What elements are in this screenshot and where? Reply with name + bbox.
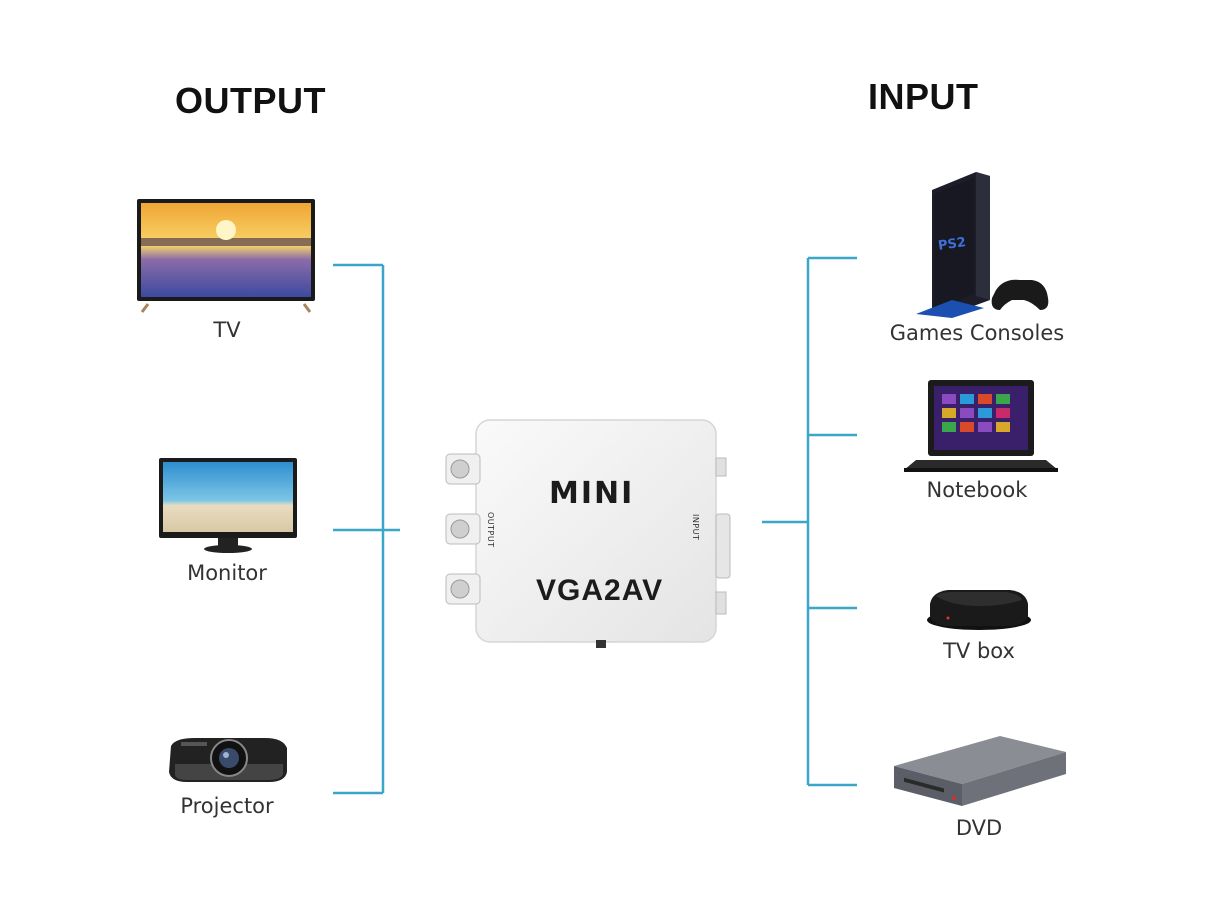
laptop-icon <box>904 380 1058 472</box>
projector-label: Projector <box>180 794 274 818</box>
converter-brand: MINI <box>549 476 635 511</box>
converter-output-port-label: OUTPUT <box>486 512 495 548</box>
games-consoles-label: Games Consoles <box>889 321 1065 345</box>
tv-box-label: TV box <box>943 639 1015 663</box>
projector-icon <box>169 738 287 782</box>
tv-icon <box>137 199 315 313</box>
tv-box-icon <box>927 590 1031 630</box>
converter-box <box>445 419 731 648</box>
svg-text:PS2: PS2 <box>937 235 967 254</box>
converter-input-port-label: INPUT <box>691 514 700 541</box>
notebook-label: Notebook <box>926 478 1028 502</box>
game-console-icon: PS2 <box>916 172 1049 318</box>
monitor-label: Monitor <box>187 561 267 585</box>
converter-model: VGA2AV <box>536 574 664 607</box>
output-heading: OUTPUT <box>175 80 326 121</box>
tv-label: TV <box>213 318 241 342</box>
dvd-label: DVD <box>955 816 1003 840</box>
input-heading: INPUT <box>868 76 979 117</box>
dvd-player-icon <box>894 736 1066 806</box>
monitor-icon <box>159 458 297 553</box>
